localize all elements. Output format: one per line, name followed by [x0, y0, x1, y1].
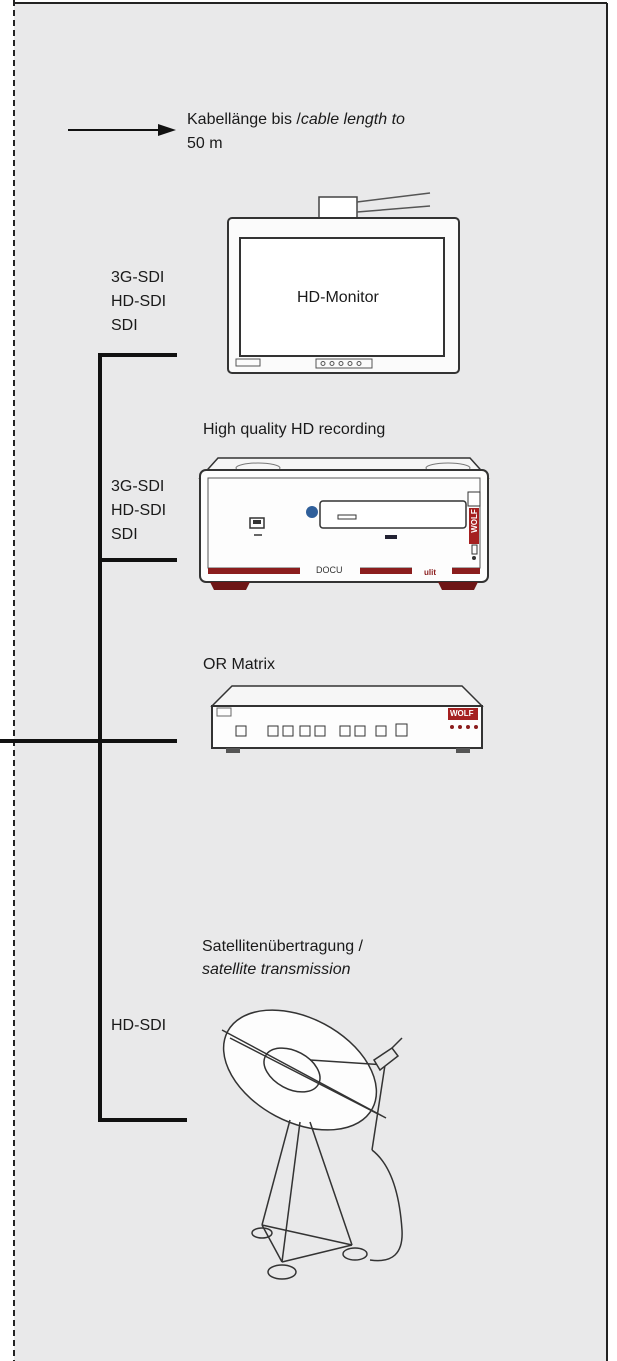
signal-bus — [0, 353, 187, 1122]
signal-label: 3G-SDI — [111, 269, 165, 286]
panel-background — [14, 3, 607, 1361]
cable-length-value: 50 m — [187, 135, 223, 152]
matrix-device — [210, 685, 484, 753]
signal-label: HD-SDI — [111, 502, 167, 519]
recorder-device: ulit — [198, 457, 490, 590]
signal-label: SDI — [111, 526, 138, 543]
cable-length-note: Kabellänge bis /cable length to — [187, 109, 405, 130]
monitor-device — [227, 192, 460, 374]
legend-arrow — [68, 124, 176, 136]
recorder-brand-text: WOLF — [469, 509, 479, 533]
cable-length-prefix: Kabellänge bis / — [187, 111, 301, 128]
satellite-dish — [221, 1009, 403, 1280]
matrix-caption: OR Matrix — [203, 656, 275, 673]
satellite-caption-line2: satellite transmission — [202, 961, 351, 978]
signal-label: HD-SDI — [111, 293, 167, 310]
monitor-screen-label: HD-Monitor — [297, 289, 379, 306]
matrix-brand-text: WOLF — [450, 709, 474, 718]
recorder-front-text: DOCU — [316, 565, 343, 575]
signal-label: HD-SDI — [111, 1017, 167, 1034]
satellite-caption-line1: Satellitenübertragung / — [202, 938, 363, 955]
cable-length-italic: cable length to — [300, 111, 405, 128]
signal-label: SDI — [111, 317, 138, 334]
svg-text:ulit: ulit — [424, 568, 436, 577]
recorder-caption: High quality HD recording — [203, 421, 386, 438]
signal-label: 3G-SDI — [111, 478, 165, 495]
